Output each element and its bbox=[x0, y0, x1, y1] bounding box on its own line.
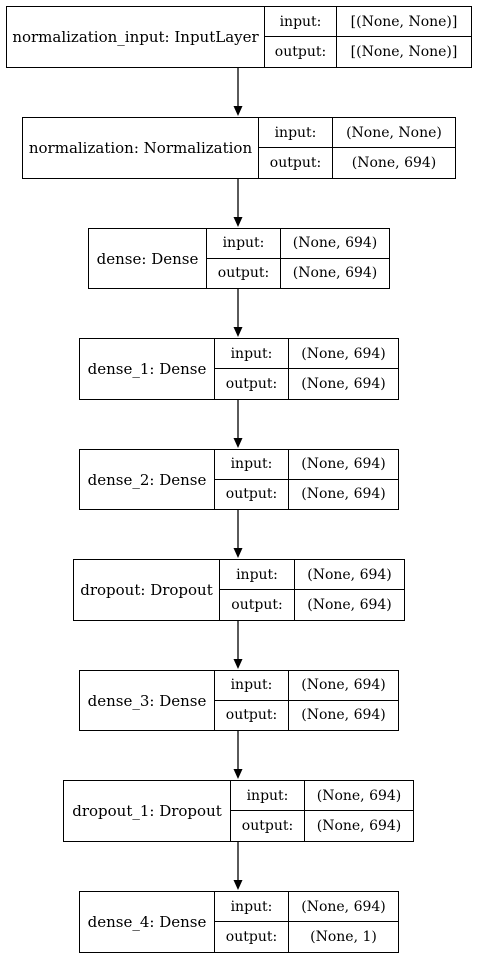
output-label: output: bbox=[220, 590, 295, 620]
output-shape: (None, 694) bbox=[307, 597, 392, 613]
input-label: input: bbox=[215, 892, 289, 922]
arrowhead-icon bbox=[233, 217, 243, 227]
output-label: output: bbox=[215, 700, 289, 730]
output-label: output: bbox=[215, 479, 289, 509]
input-label: input: bbox=[215, 339, 289, 369]
output-shape: (None, 694) bbox=[301, 707, 386, 724]
layer-name: dropout: Dropout bbox=[74, 560, 220, 620]
output-label: output: bbox=[231, 811, 305, 841]
arrowhead-icon bbox=[233, 548, 243, 558]
input-label: input: bbox=[231, 781, 305, 811]
input-shape: (None, 694) bbox=[289, 339, 398, 369]
layer-name: dense: Dense bbox=[89, 229, 207, 288]
input-shape: (None, None) bbox=[333, 118, 455, 148]
input-shape: [(None, None)] bbox=[337, 7, 471, 37]
output-label: output: bbox=[215, 369, 289, 399]
input-shape: (None, 694) bbox=[295, 560, 404, 590]
edge-arrow bbox=[233, 400, 243, 448]
layer-name: dropout_1: Dropout bbox=[64, 781, 231, 841]
edge-arrow bbox=[233, 731, 243, 779]
output-shape: (None, 694) bbox=[301, 486, 386, 503]
output-shape: [(None, None)] bbox=[350, 44, 458, 60]
input-label: input: bbox=[265, 7, 337, 37]
layer-name: dense_2: Dense bbox=[80, 450, 215, 509]
output-shape: (None, 694) bbox=[301, 376, 386, 392]
arrowhead-icon bbox=[233, 880, 243, 890]
edge-arrow bbox=[233, 842, 243, 890]
input-label: input: bbox=[220, 560, 295, 590]
input-shape: (None, 694) bbox=[281, 229, 389, 259]
layer-name: dense_1: Dense bbox=[80, 339, 215, 399]
input-label: input: bbox=[207, 229, 281, 259]
arrowhead-icon bbox=[233, 327, 243, 337]
output-label: output: bbox=[265, 37, 337, 67]
input-label: input: bbox=[215, 671, 289, 701]
input-shape: (None, 694) bbox=[289, 671, 398, 701]
input-label: input: bbox=[215, 450, 289, 480]
edge-arrow bbox=[233, 621, 243, 669]
output-shape: (None, 694) bbox=[316, 818, 402, 834]
arrowhead-icon bbox=[233, 769, 243, 779]
arrowhead-icon bbox=[233, 659, 243, 669]
input-shape: (None, 694) bbox=[289, 892, 398, 922]
output-label: output: bbox=[215, 922, 289, 952]
input-label: input: bbox=[259, 118, 333, 148]
layer-name: normalization: Normalization bbox=[23, 118, 259, 178]
layer-name: dense_3: Dense bbox=[80, 671, 215, 730]
input-shape: (None, 694) bbox=[305, 781, 413, 811]
edge-arrow bbox=[233, 289, 243, 337]
arrowhead-icon bbox=[233, 106, 243, 116]
edge-arrow bbox=[233, 68, 243, 116]
edge-arrow bbox=[233, 510, 243, 558]
output-shape: (None, 694) bbox=[292, 265, 378, 282]
input-shape: (None, 694) bbox=[289, 450, 398, 480]
edge-arrow bbox=[233, 179, 243, 227]
output-label: output: bbox=[259, 148, 333, 178]
layer-name: normalization_input: InputLayer bbox=[7, 7, 265, 67]
arrowhead-icon bbox=[233, 438, 243, 448]
output-label: output: bbox=[207, 258, 281, 288]
layer-name: dense_4: Dense bbox=[80, 892, 215, 952]
output-shape: (None, 1) bbox=[310, 929, 377, 945]
output-shape: (None, 694) bbox=[351, 155, 437, 171]
